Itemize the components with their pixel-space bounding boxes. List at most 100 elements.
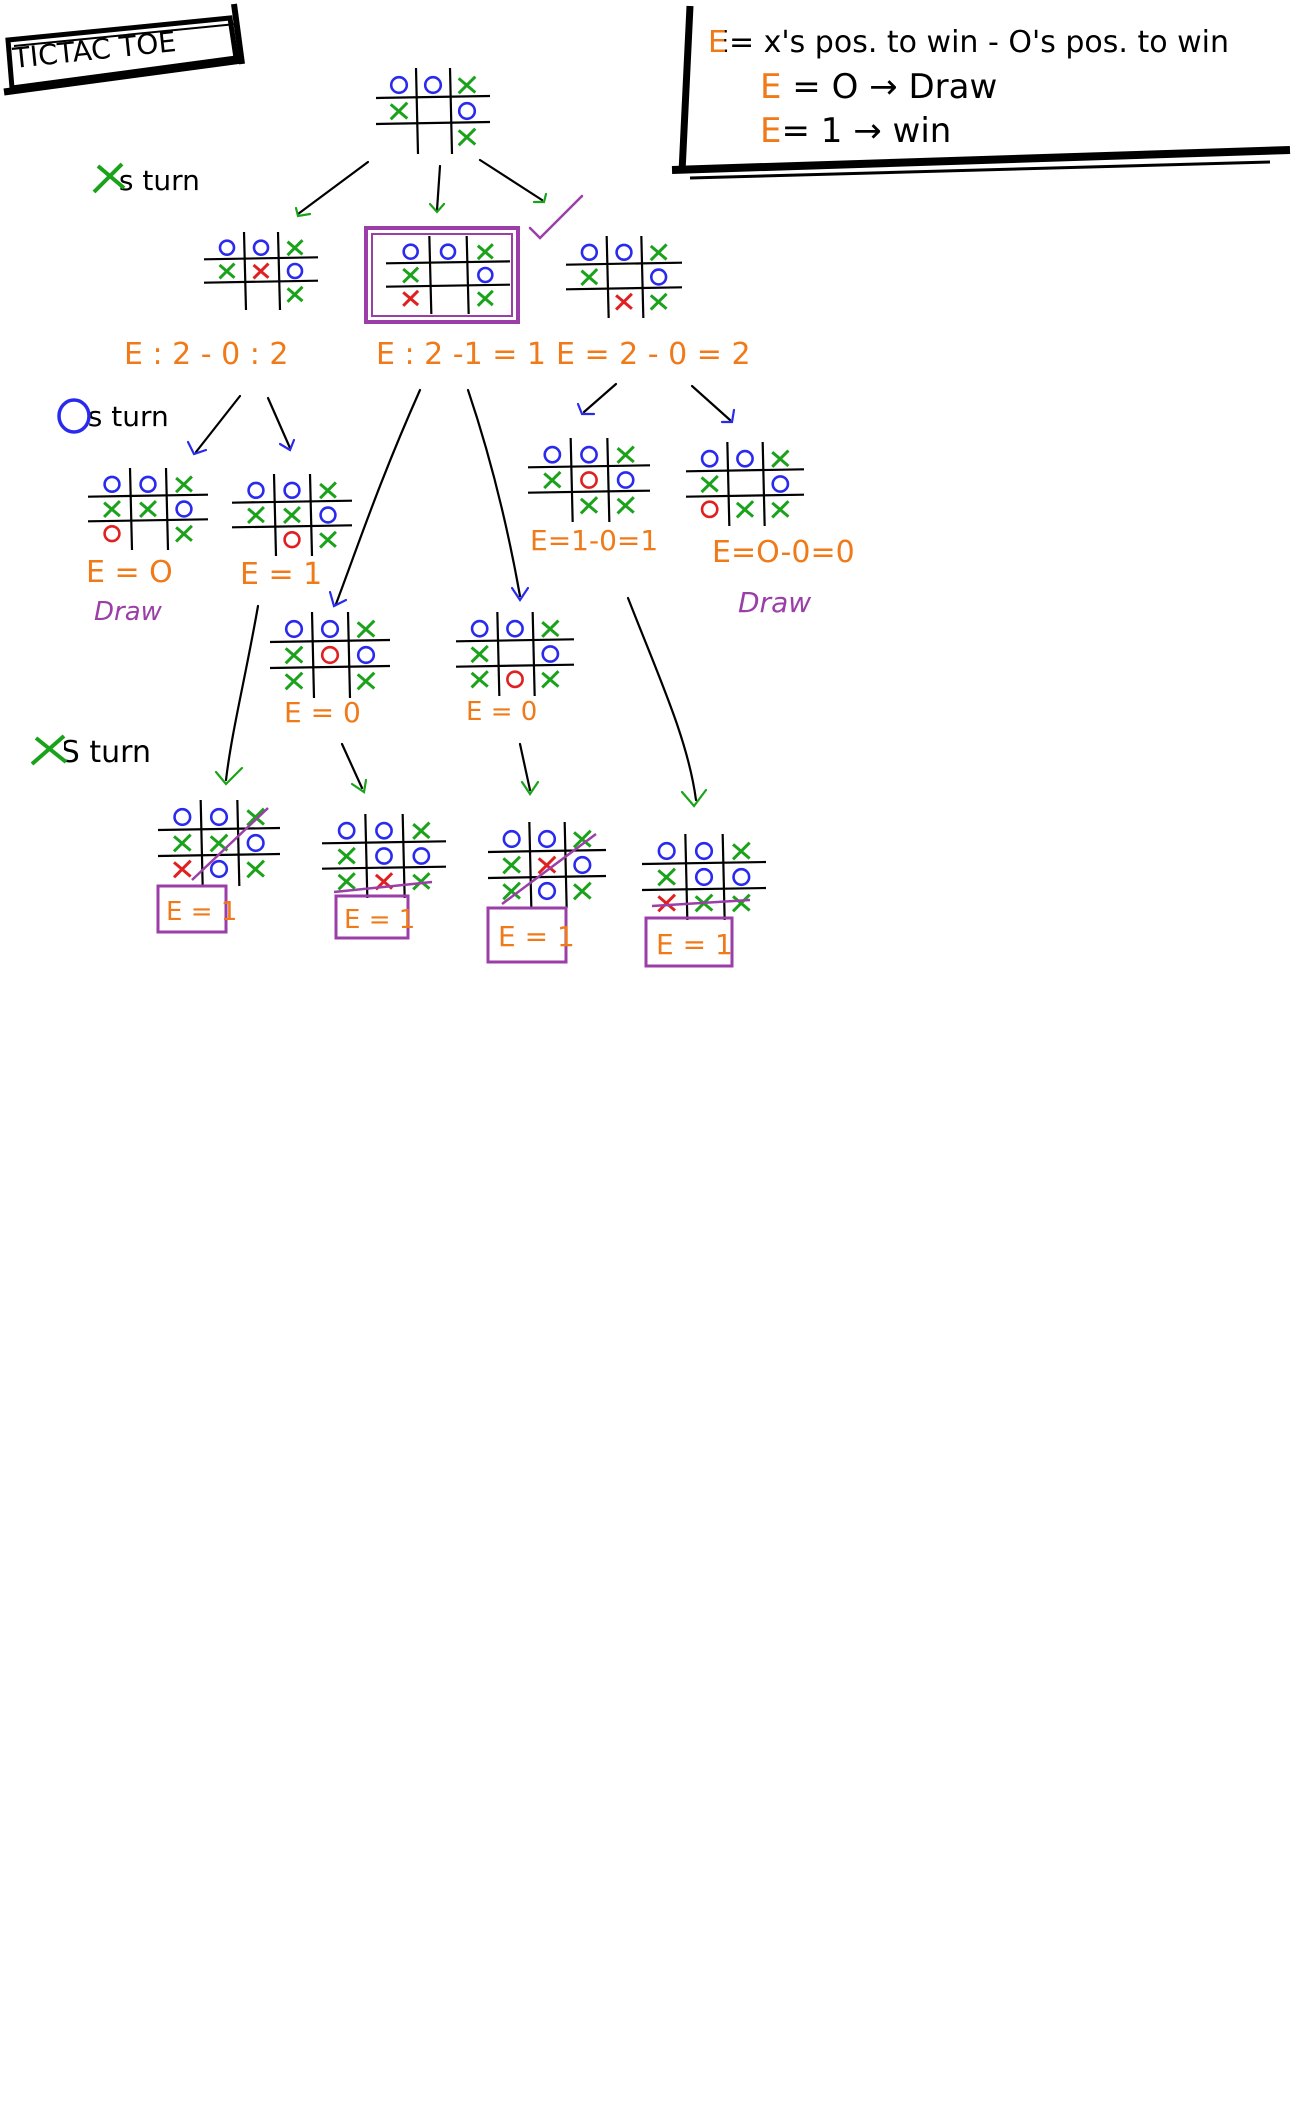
board-grid: [455, 611, 575, 697]
board-d4: [641, 833, 767, 921]
eval-label-c2: E=O-0=0: [712, 535, 855, 570]
o-mark: [573, 855, 592, 875]
x-mark: [771, 500, 790, 519]
o-mark: [543, 445, 562, 464]
board-root: [375, 67, 491, 155]
o-mark: [209, 859, 229, 879]
new-o-mark: [506, 670, 524, 689]
x-mark: [286, 239, 304, 257]
board-c2: [685, 441, 805, 527]
x-turn-icon-1: [92, 162, 126, 194]
o-mark: [541, 645, 560, 663]
x-mark: [389, 101, 409, 121]
o-mark: [649, 268, 668, 286]
o-mark: [470, 619, 489, 638]
x-mark: [356, 671, 376, 691]
o-mark: [320, 619, 340, 639]
x-mark: [616, 445, 635, 464]
new-x-mark: [657, 893, 677, 913]
x-mark: [286, 285, 304, 303]
title-box: TICTAC TOE: [3, 3, 245, 96]
x-mark: [246, 859, 266, 879]
x-mark: [771, 449, 790, 468]
x-mark: [218, 262, 236, 280]
x-turn-icon-2: [30, 734, 68, 766]
o-mark: [580, 445, 598, 464]
x-mark: [657, 867, 677, 887]
x-mark: [543, 470, 562, 490]
o-mark: [477, 266, 494, 284]
o-mark: [139, 475, 157, 494]
legend-line-3: E= 1 → win: [760, 111, 951, 151]
new-x-mark: [252, 262, 270, 280]
board-b1: [269, 611, 391, 699]
legend-e-3: E: [760, 111, 781, 151]
draw-note-c2: Draw: [738, 586, 811, 619]
x-mark: [541, 670, 560, 689]
o-mark: [103, 475, 121, 494]
board-b2: [455, 611, 575, 697]
x-mark: [412, 872, 431, 891]
x-mark: [470, 644, 489, 664]
x-mark: [735, 500, 755, 519]
win-lines: [191, 807, 751, 908]
x-mark: [649, 243, 668, 262]
board-grid: [375, 67, 491, 155]
x-mark: [175, 475, 193, 494]
draw-note-a1: Draw: [94, 597, 163, 627]
o-mark: [537, 829, 557, 849]
board-grid: [527, 437, 651, 523]
new-o-mark: [700, 500, 719, 519]
new-x-mark: [615, 292, 633, 311]
x-mark: [476, 289, 494, 307]
new-o-mark: [103, 524, 121, 543]
eval-label-d1: E = 1: [166, 897, 237, 927]
x-mark: [502, 881, 522, 901]
legend-line-2: E = O → Draw: [760, 67, 997, 107]
x-mark: [247, 506, 265, 524]
new-o-mark: [283, 530, 301, 549]
eval-label-b2: E = 0: [466, 697, 537, 727]
o-mark: [337, 821, 356, 840]
o-mark: [286, 262, 304, 280]
boards-layer: [87, 67, 805, 921]
legend-box: E= x's pos. to win - O's pos. to win E =…: [671, 5, 1291, 180]
o-mark: [412, 847, 431, 865]
o-mark: [375, 821, 393, 840]
eval-label-d4: E = 1: [656, 928, 733, 961]
x-mark: [649, 292, 668, 311]
board-grid: [641, 833, 767, 921]
board-a: [203, 231, 319, 311]
new-o-mark: [320, 645, 340, 665]
x-mark: [580, 268, 599, 286]
board-grid: [87, 467, 209, 551]
check-mark: [528, 194, 584, 240]
eval-label-c: E = 2 - 0 = 2: [556, 337, 751, 372]
x-mark: [337, 872, 356, 891]
o-mark: [246, 833, 265, 853]
o-mark: [457, 101, 477, 121]
board-a1: [87, 467, 209, 551]
o-mark: [402, 243, 419, 260]
board-grid: [321, 813, 447, 899]
selected-move-box: [364, 226, 520, 324]
o-mark: [356, 645, 376, 665]
x-mark: [470, 670, 489, 689]
o-mark: [616, 471, 635, 489]
eval-label-b: E : 2 -1 = 1: [376, 337, 546, 372]
x-mark: [402, 266, 420, 284]
eval-label-b1: E = 0: [284, 696, 361, 729]
o-mark: [502, 829, 521, 849]
x-mark: [700, 474, 719, 494]
board-grid: [565, 235, 683, 319]
x-mark: [175, 524, 193, 543]
o-mark: [771, 475, 790, 493]
x-mark: [541, 619, 560, 638]
x-mark: [103, 500, 121, 518]
o-mark: [175, 500, 193, 518]
new-x-mark: [537, 855, 557, 875]
o-mark: [580, 243, 599, 262]
o-mark: [319, 506, 337, 524]
eval-label-d3: E = 1: [498, 920, 575, 953]
